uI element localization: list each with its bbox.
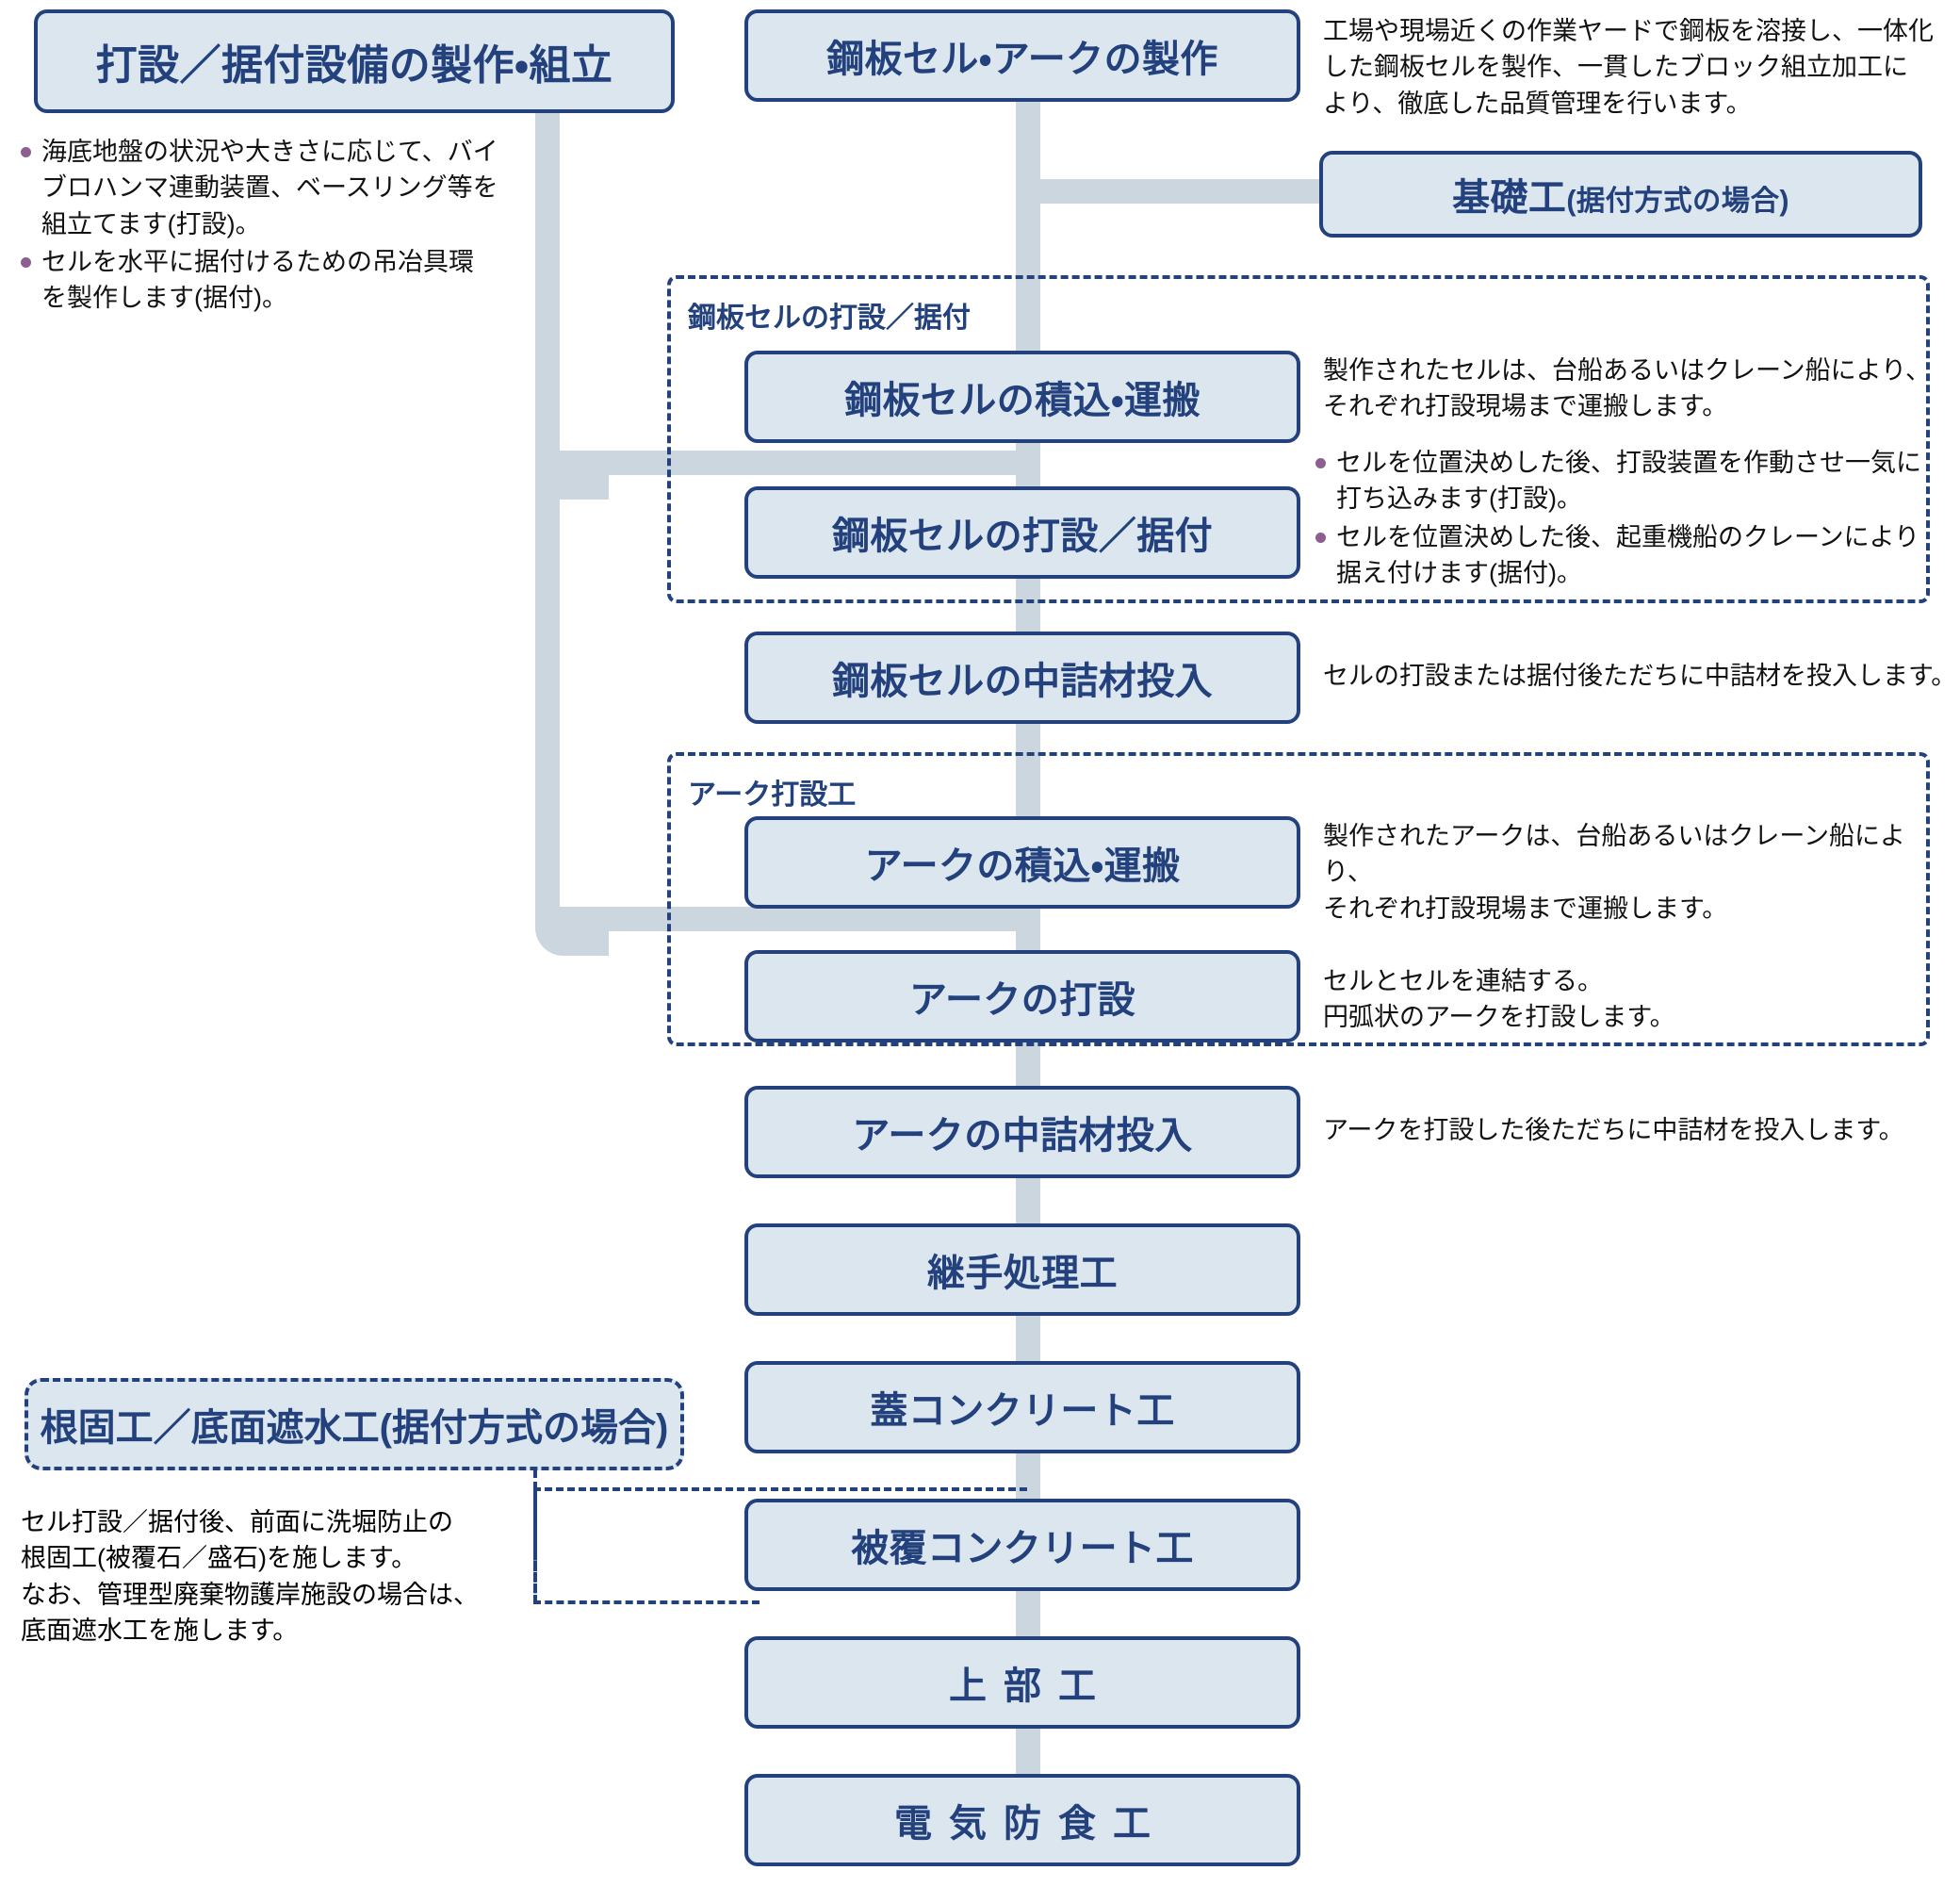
group-label-arc-driving: アーク打設工 bbox=[688, 779, 857, 811]
step-label-foot-protection: 根固工／底面遮水工(据付方式の場合) bbox=[41, 1397, 669, 1452]
step-label-arc-infill: アークの中詰材投入 bbox=[852, 1115, 1193, 1157]
spine-left-to-cell-row bbox=[547, 451, 1037, 475]
description-foot-protection: セル打設／据付後、前面に洗堀防止の 根固工(被覆石／盛石)を施します。 なお、管… bbox=[21, 1508, 479, 1645]
spine-elbow-left-arc bbox=[535, 882, 609, 956]
description-arc-place: セルとセルを連結する。 円弧状のアークを打設します。 bbox=[1323, 967, 1675, 1032]
step-label-cell-loading-transport: 鋼板セルの積込・運搬 bbox=[844, 380, 1200, 421]
step-label-foundation-suffix: (据付方式の場合) bbox=[1566, 185, 1789, 217]
step-label-equipment-fabrication: 打設／据付設備の製作・組立 bbox=[95, 42, 613, 89]
step-label-cell-driving: 鋼板セルの打設／据付 bbox=[832, 516, 1213, 557]
step-label-arc-loading-transport: アークの積込・運搬 bbox=[864, 845, 1181, 887]
step-label-joint-treatment: 継手処理工 bbox=[927, 1253, 1118, 1294]
spine-elbow-foundation bbox=[1016, 179, 1078, 241]
step-box-foot-protection[interactable]: 根固工／底面遮水工(据付方式の場合) bbox=[24, 1378, 684, 1470]
group-label-cell-driving-setting: 鋼板セルの打設／据付 bbox=[688, 303, 971, 334]
group-arc-driving bbox=[667, 752, 1930, 1046]
step-box-covering-concrete[interactable]: 被覆コンクリート工 bbox=[744, 1499, 1300, 1591]
step-label-foundation-main: 基礎工 bbox=[1452, 177, 1567, 219]
left-bullet-list: 海底地盤の状況や大きさに応じて、バイ ブロハンマ連動装置、ベースリング等を 組立… bbox=[17, 134, 507, 319]
step-box-arc-driving[interactable]: アークの打設 bbox=[744, 950, 1300, 1042]
step-box-lid-concrete[interactable]: 蓋コンクリート工 bbox=[744, 1361, 1300, 1453]
description-cell-transport: 製作されたセルは、台船あるいはクレーン船により、 それぞれ打設現場まで運搬します… bbox=[1323, 356, 1932, 421]
step-box-cell-driving[interactable]: 鋼板セルの打設／据付 bbox=[744, 486, 1300, 579]
step-label-arc-driving: アークの打設 bbox=[909, 979, 1135, 1021]
list-item: セルを位置決めした後、起重機船のクレーンにより 据え付けます(据付)。 bbox=[1312, 519, 1943, 592]
description-arc-fill: アークを打設した後ただちに中詰材を投入します。 bbox=[1323, 1116, 1904, 1144]
step-box-joint-treatment[interactable]: 継手処理工 bbox=[744, 1223, 1300, 1316]
step-label-superstructure: 上部工 bbox=[949, 1665, 1113, 1707]
list-item: セルを水平に据付けるための吊冶具環 を製作します(据付)。 bbox=[17, 244, 507, 317]
dashline-foot-protection-drop bbox=[533, 1487, 537, 1604]
step-box-foundation-work[interactable]: 基礎工(据付方式の場合) bbox=[1319, 151, 1922, 238]
step-box-equipment-fabrication[interactable]: 打設／据付設備の製作・組立 bbox=[34, 9, 675, 113]
step-box-arc-loading-transport[interactable]: アークの積込・運搬 bbox=[744, 816, 1300, 909]
step-label-cathodic-protection: 電気防食工 bbox=[894, 1803, 1168, 1845]
step-box-cell-loading-transport[interactable]: 鋼板セルの積込・運搬 bbox=[744, 351, 1300, 443]
list-item: セルを位置決めした後、打設装置を作動させ一気に 打ち込みます(打設)。 bbox=[1312, 445, 1943, 517]
step-label-foot-protection-suffix: (据付方式の場合) bbox=[379, 1407, 669, 1449]
step-box-cell-arc-manufacture[interactable]: 鋼板セル・アークの製作 bbox=[744, 9, 1300, 102]
description-cell-fill: セルの打設または据付後ただちに中詰材を投入します。 bbox=[1323, 662, 1957, 690]
spine-left-to-arc-row bbox=[547, 907, 1037, 931]
step-label-lid-concrete: 蓋コンクリート工 bbox=[870, 1390, 1175, 1432]
list-item: 海底地盤の状況や大きさに応じて、バイ ブロハンマ連動装置、ベースリング等を 組立… bbox=[17, 134, 507, 242]
step-box-cell-infill[interactable]: 鋼板セルの中詰材投入 bbox=[744, 632, 1300, 724]
step-label-foundation-work: 基礎工(据付方式の場合) bbox=[1452, 167, 1789, 222]
step-box-cathodic-protection[interactable]: 電気防食工 bbox=[744, 1774, 1300, 1866]
dashline-foot-protection-horizontal bbox=[533, 1487, 1027, 1491]
step-label-foot-protection-main: 根固工／底面遮水工 bbox=[40, 1407, 380, 1449]
dashline-foot-protection-bottom bbox=[533, 1600, 760, 1604]
description-manufacture: 工場や現場近くの作業ヤードで鋼板を溶接し、一体化 した鋼板セルを製作、一貫したブ… bbox=[1323, 17, 1934, 118]
group-cell-driving-setting bbox=[667, 275, 1930, 603]
spine-left-vertical-2 bbox=[535, 94, 560, 924]
step-label-cell-infill: 鋼板セルの中詰材投入 bbox=[832, 661, 1213, 702]
cell-place-bullet-list: セルを位置決めした後、打設装置を作動させ一気に 打ち込みます(打設)。 セルを位… bbox=[1312, 445, 1943, 593]
step-box-arc-infill[interactable]: アークの中詰材投入 bbox=[744, 1086, 1300, 1178]
step-label-cell-arc-manufacture: 鋼板セル・アークの製作 bbox=[826, 39, 1218, 80]
step-label-covering-concrete: 被覆コンクリート工 bbox=[851, 1528, 1194, 1569]
description-arc-transport: 製作されたアークは、台船あるいはクレーン船により、 それぞれ打設現場まで運搬しま… bbox=[1323, 822, 1906, 923]
step-box-superstructure[interactable]: 上部工 bbox=[744, 1636, 1300, 1729]
